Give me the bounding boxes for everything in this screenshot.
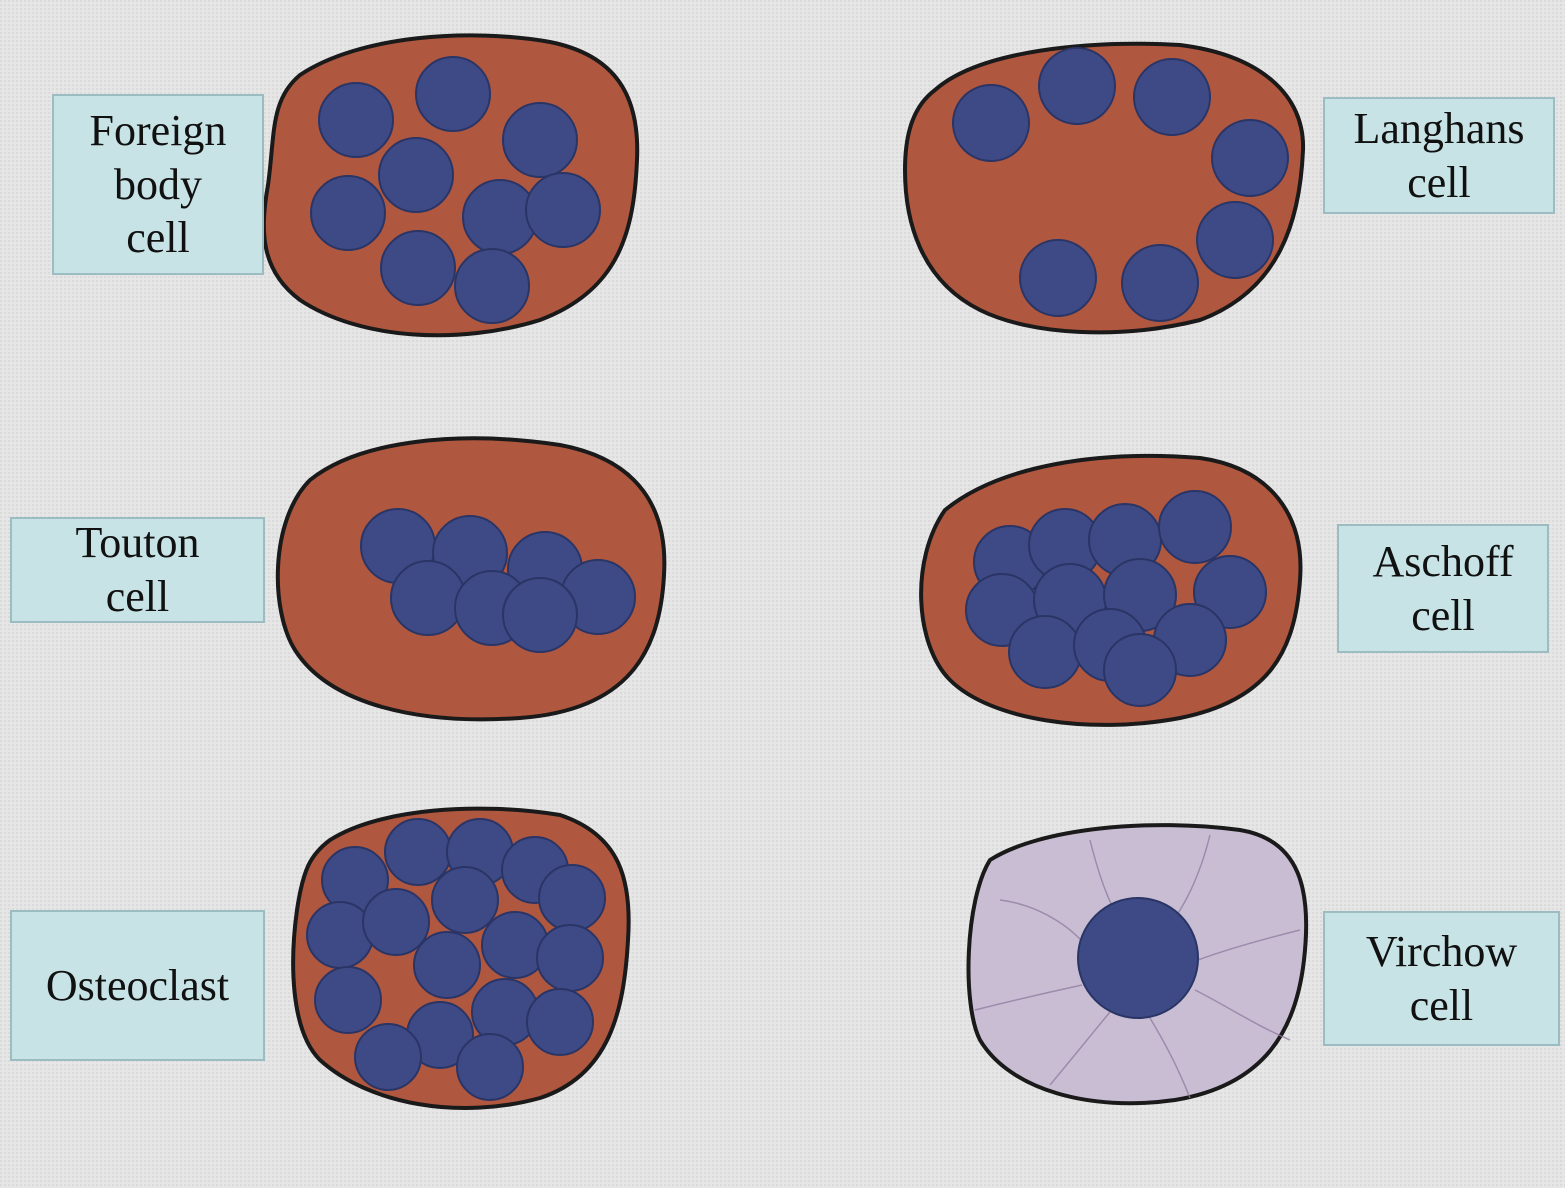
nucleus (526, 173, 600, 247)
nucleus (1197, 202, 1273, 278)
virchow-cell-label-text: Virchow cell (1366, 925, 1517, 1032)
nucleus (307, 902, 373, 968)
langhans-cell-label: Langhans cell (1323, 97, 1555, 214)
nucleus (1212, 120, 1288, 196)
osteoclast-label-text: Osteoclast (46, 959, 229, 1013)
touton-cell-label: Touton cell (10, 517, 265, 623)
nucleus (315, 967, 381, 1033)
nucleus (385, 819, 451, 885)
osteoclast-cell (293, 809, 629, 1108)
nucleus (457, 1034, 523, 1100)
nucleus (953, 85, 1029, 161)
nucleus (1020, 240, 1096, 316)
foreign-body-cell (264, 35, 637, 335)
nucleus (1039, 48, 1115, 124)
nucleus (537, 925, 603, 991)
nucleus (381, 231, 455, 305)
nucleus (311, 176, 385, 250)
nucleus (416, 57, 490, 131)
nucleus (455, 249, 529, 323)
nucleus (319, 83, 393, 157)
nucleus (379, 138, 453, 212)
nucleus (1009, 616, 1081, 688)
nucleus (432, 867, 498, 933)
nucleus (1134, 59, 1210, 135)
foreign-body-cell-label: Foreign body cell (52, 94, 264, 275)
touton-cell-label-text: Touton cell (75, 516, 199, 623)
nucleus (363, 889, 429, 955)
touton-cell (278, 438, 665, 719)
nucleus (391, 561, 465, 635)
osteoclast-label: Osteoclast (10, 910, 265, 1061)
foreign-body-cell-label-text: Foreign body cell (90, 104, 227, 265)
nucleus (539, 865, 605, 931)
aschoff-cell-label: Aschoff cell (1337, 524, 1549, 653)
virchow-cell (969, 825, 1307, 1103)
aschoff-cell (921, 456, 1300, 725)
nucleus (527, 989, 593, 1055)
nucleus (1104, 634, 1176, 706)
virchow-cell-label: Virchow cell (1323, 911, 1560, 1046)
nucleus (1159, 491, 1231, 563)
nucleus (1122, 245, 1198, 321)
langhans-cell (905, 44, 1303, 333)
nucleus (355, 1024, 421, 1090)
nucleus (414, 932, 480, 998)
nucleus (503, 578, 577, 652)
aschoff-cell-label-text: Aschoff cell (1373, 535, 1514, 642)
virchow-cell-nucleus (1078, 898, 1198, 1018)
nucleus (503, 103, 577, 177)
langhans-cell-label-text: Langhans cell (1353, 102, 1524, 209)
